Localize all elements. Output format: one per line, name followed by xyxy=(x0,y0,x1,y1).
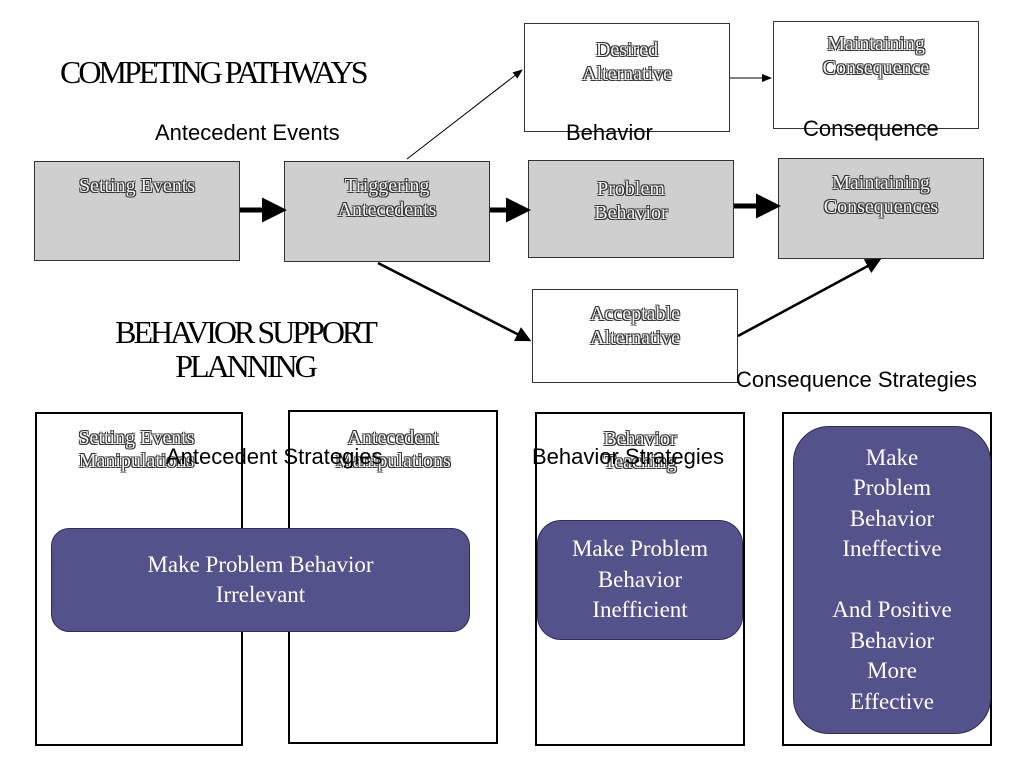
setting-events-text: Setting Events xyxy=(78,175,196,197)
antecedent-events-label: Antecedent Events xyxy=(155,120,340,145)
behavior-strategies-label: Behavior Strategies xyxy=(532,444,724,469)
consequence-strategies-label: Consequence Strategies xyxy=(736,367,977,392)
behavior-support-planning-title: BEHAVIOR SUPPORT PLANNING xyxy=(115,314,378,384)
desired-alternative-box: Desired Alternative xyxy=(524,23,730,132)
antecedent-manipulations-label: Antecedent Manipulations xyxy=(335,427,451,472)
ineffective-outcome-text: Make Problem Behavior Ineffective And Po… xyxy=(832,444,952,714)
inefficient-outcome-text: Make Problem Behavior Inefficient xyxy=(571,536,709,623)
antecedent-strategies-label: Antecedent Strategies xyxy=(166,444,383,469)
acceptable-alternative-box: Acceptable Alternative xyxy=(532,289,738,383)
problem-behavior-box: Problem Behavior xyxy=(528,160,734,258)
desired-alternative-text: Desired Alternative xyxy=(582,39,672,85)
inefficient-outcome-box: Make Problem Behavior Inefficient xyxy=(537,520,743,640)
maintaining-consequence-box: Maintaining Consequence xyxy=(773,21,979,129)
setting-events-manipulations-label: Setting Events Manipulations xyxy=(78,427,195,472)
triggering-antecedents-box: Triggering Antecedents xyxy=(284,161,490,262)
behavior-teaching-label: Behavior Teaching xyxy=(603,428,677,473)
setting-events-box: Setting Events xyxy=(34,161,240,261)
ineffective-outcome-box: Make Problem Behavior Ineffective And Po… xyxy=(793,426,991,734)
maintaining-consequences-text: Maintaining Consequences xyxy=(823,172,939,218)
maintaining-consequence-text: Maintaining Consequence xyxy=(822,33,930,79)
maintaining-consequences-box: Maintaining Consequences xyxy=(778,158,984,259)
acceptable-alternative-text: Acceptable Alternative xyxy=(590,303,680,349)
irrelevant-outcome-text: Make Problem Behavior Irrelevant xyxy=(147,551,374,608)
arrow-acceptable-to-maintaining xyxy=(737,258,882,338)
problem-behavior-text: Problem Behavior xyxy=(594,178,668,224)
behavior-label: Behavior xyxy=(566,120,653,145)
competing-pathways-title: COMPETING PATHWAYS xyxy=(60,54,368,90)
irrelevant-outcome-box: Make Problem Behavior Irrelevant xyxy=(51,528,470,632)
consequence-label: Consequence xyxy=(803,116,939,141)
triggering-antecedents-text: Triggering Antecedents xyxy=(337,175,437,221)
